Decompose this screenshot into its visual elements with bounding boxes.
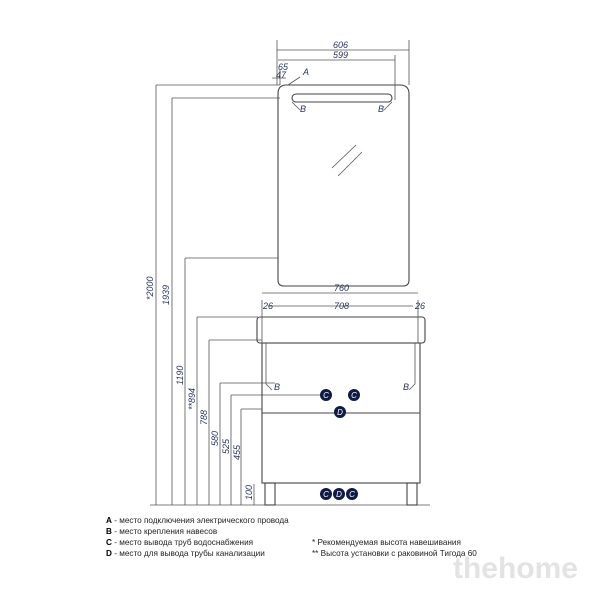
dim-1190: 1190 <box>175 366 185 385</box>
marker-b-mirror-left: B <box>300 104 306 114</box>
marker-b-vanity-left: B <box>274 382 280 392</box>
note-install-height: ** Высота установки с раковиной Тигода 6… <box>312 549 477 558</box>
height-dimension-lines <box>150 84 430 506</box>
dim-65: 65 <box>278 62 289 72</box>
legend-item: C - место вывода труб водоснабжения <box>106 538 254 547</box>
marker-a: A <box>302 67 309 77</box>
dim-2000: *2000 <box>145 276 155 300</box>
marker-c: C <box>349 490 355 499</box>
pipe-markers: C C D C D C <box>320 389 360 500</box>
marker-c: C <box>323 391 329 400</box>
dim-606: 606 <box>333 40 348 50</box>
notes: * Рекомендуемая высота навешивания ** Вы… <box>312 537 477 559</box>
dim-580: 580 <box>210 431 220 446</box>
dim-47: 47 <box>276 70 287 80</box>
dim-100: 100 <box>244 485 254 500</box>
dim-599: 599 <box>333 50 348 60</box>
legend-item: B - место крепления навесов <box>106 527 218 536</box>
marker-c: C <box>323 490 329 499</box>
watermark: thehome <box>452 552 578 585</box>
marker-c: C <box>351 391 357 400</box>
vanity <box>256 292 426 506</box>
dim-894: **894 <box>187 388 197 410</box>
mirror <box>272 40 410 287</box>
legend-item: A - место подключения электрического про… <box>106 516 289 525</box>
marker-b-mirror-right: B <box>378 104 384 114</box>
legend-item: D - место для вывода трубы канализации <box>106 549 265 558</box>
dim-455: 455 <box>232 444 242 460</box>
dim-760: 760 <box>334 283 349 293</box>
dim-788: 788 <box>199 410 209 425</box>
dim-26-left: 26 <box>262 301 273 311</box>
marker-d: D <box>336 490 342 499</box>
dim-26-right: 26 <box>414 301 425 311</box>
legend: A - место подключения электрического про… <box>106 515 289 559</box>
dim-708: 708 <box>334 301 349 311</box>
marker-b-vanity-right: B <box>403 382 409 392</box>
marker-d: D <box>337 408 343 417</box>
note-recommended-height: * Рекомендуемая высота навешивания <box>312 538 461 547</box>
dim-525: 525 <box>221 438 231 454</box>
dim-1939: 1939 <box>161 285 171 305</box>
